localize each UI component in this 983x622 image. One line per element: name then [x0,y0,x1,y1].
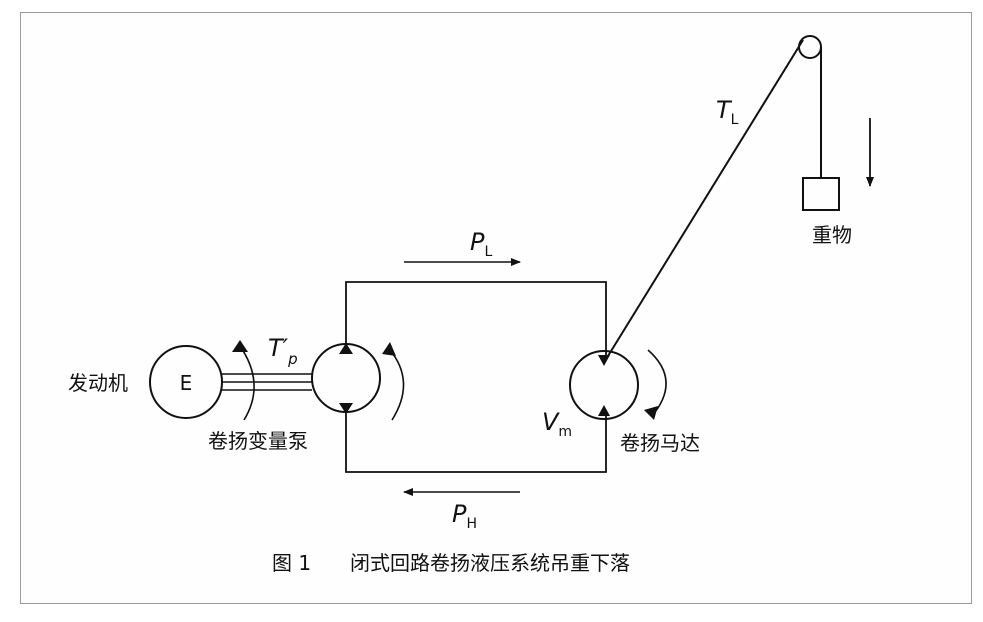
pump-arrow-top [339,343,353,354]
high-pressure-line [345,412,607,473]
caption-number: 图 1 [272,551,311,575]
pump-rotation-arrowhead [382,342,396,356]
rope-tension-label: TL [716,96,739,128]
motor-circle [569,350,639,420]
motor-displacement-label: Vm [542,408,572,440]
weight-box [802,177,840,211]
shaft-rotation-arrowhead [232,340,248,352]
figure-frame [20,12,972,604]
low-pressure-line [345,281,607,355]
pulley [798,35,822,59]
shaft-rotation-arrow [239,345,255,421]
pump-circle [311,343,381,413]
motor-rotation-arrowhead [644,406,658,420]
pump-label: 卷扬变量泵 [208,429,308,453]
pump-torque-label: T′p [268,334,298,368]
low-pressure-label: PL [470,228,492,260]
weight-label: 重物 [812,223,852,247]
pump-arrow-bottom [339,403,353,414]
motor-label: 卷扬马达 [620,431,700,455]
motor-arrow-top [598,355,610,366]
engine-label: 发动机 [68,371,128,395]
motor-rotation-arrow [647,349,667,417]
high-pressure-label: PH [452,500,477,532]
motor-arrow-bottom [598,405,610,416]
drive-shaft [222,373,312,391]
rope-diagonal [607,39,804,357]
pump-rotation-arrow [389,349,405,421]
engine-letter: E [180,371,193,395]
caption-text: 闭式回路卷扬液压系统吊重下落 [350,551,630,575]
